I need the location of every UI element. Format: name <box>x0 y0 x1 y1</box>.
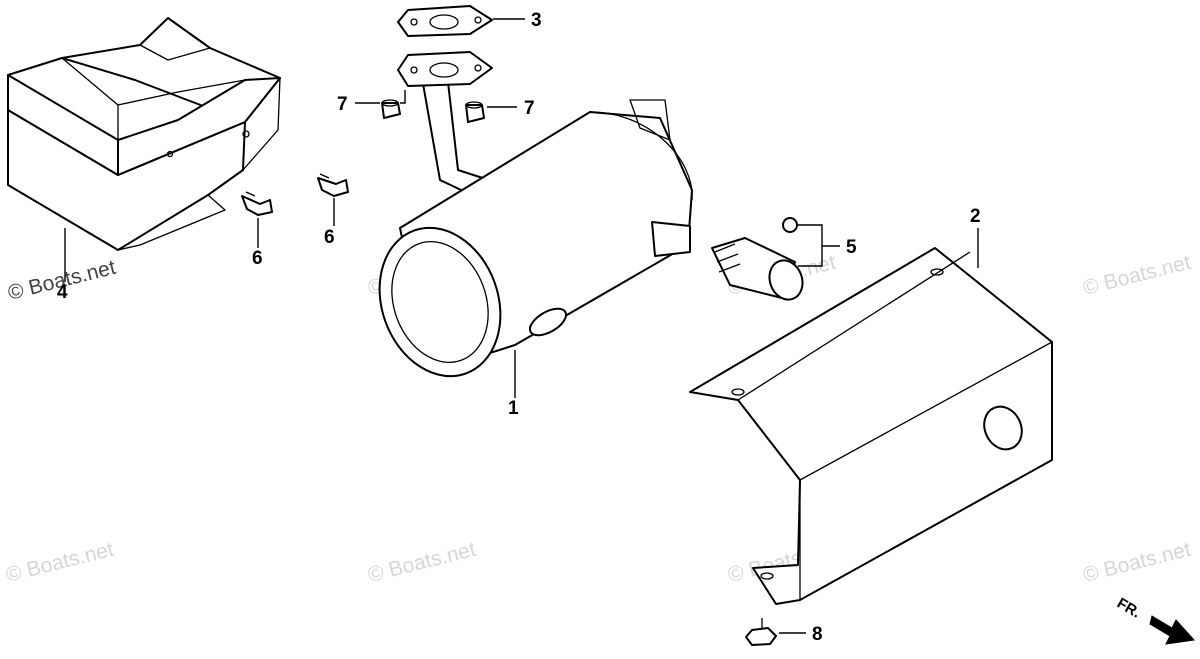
nut-part-7-right <box>465 101 485 123</box>
leader-lines <box>64 18 979 634</box>
exhaust-pipe <box>397 51 496 199</box>
callout-8: 8 <box>812 624 823 645</box>
watermark: © Boats.net <box>366 538 478 587</box>
bolt-part-8 <box>745 618 777 646</box>
callout-4: 4 <box>57 282 68 303</box>
protector-tray-part-4 <box>7 17 281 251</box>
callout-7-right: 7 <box>524 98 535 119</box>
watermark: © Boats.net <box>4 538 116 587</box>
callout-5: 5 <box>846 237 857 258</box>
front-label: FR. <box>1114 595 1143 622</box>
spark-arrester-part-5 <box>711 217 804 301</box>
callout-6-center: 6 <box>324 227 335 248</box>
callout-3: 3 <box>531 10 542 31</box>
callout-labels: 1 2 3 4 5 6 6 7 7 8 <box>57 10 981 645</box>
bolt-part-6-center <box>317 173 349 197</box>
watermark: © Boats.net <box>1081 538 1193 587</box>
callout-1: 1 <box>508 398 519 419</box>
watermark: © Boats.net <box>1081 251 1193 300</box>
bolt-part-6-left <box>241 191 273 216</box>
front-direction-marker: FR. <box>1114 595 1195 645</box>
muffler-protector-part-2 <box>689 247 1053 605</box>
gasket-part-3 <box>397 5 493 37</box>
callout-6-left: 6 <box>252 248 263 269</box>
muffler-part-1 <box>378 99 693 378</box>
nut-part-7-left <box>381 99 401 119</box>
callout-7-left: 7 <box>337 94 348 115</box>
front-arrow-icon <box>1149 615 1195 645</box>
callout-2: 2 <box>970 206 981 227</box>
